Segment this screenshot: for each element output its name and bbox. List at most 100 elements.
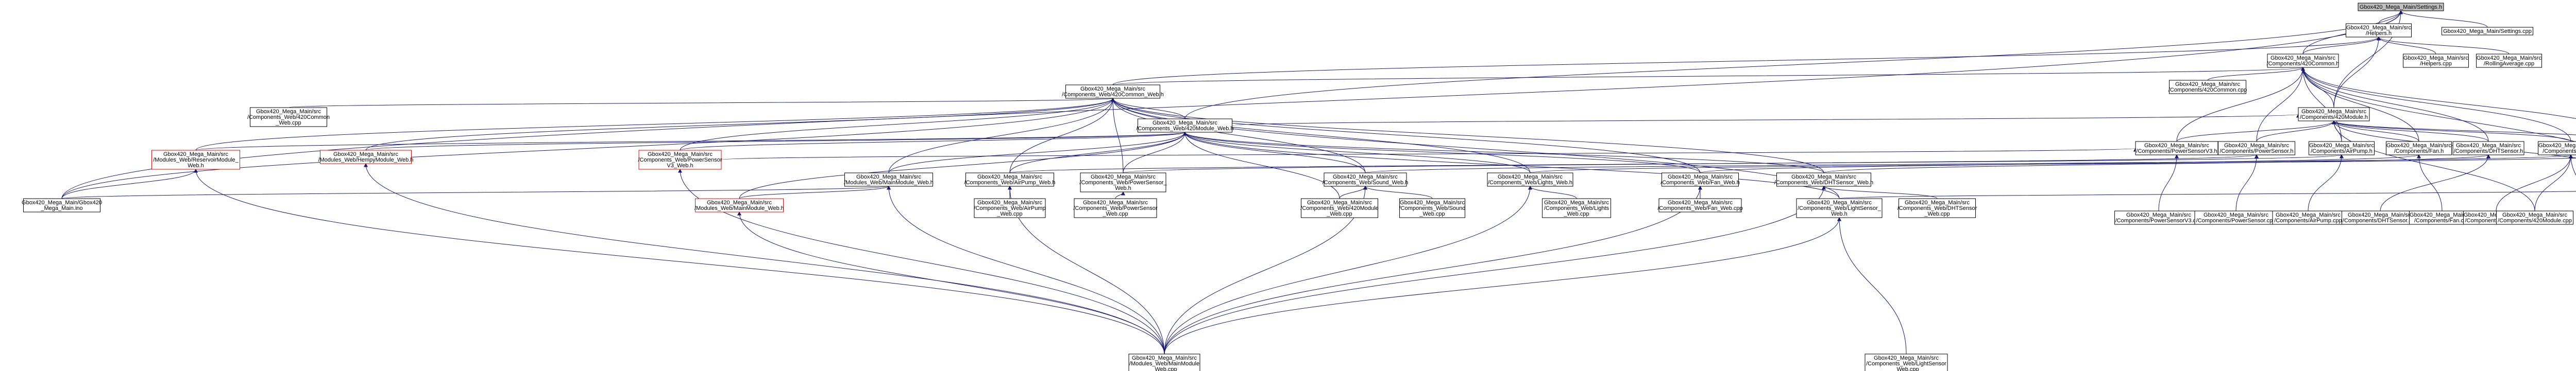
node-box bbox=[2403, 54, 2469, 68]
node-label-line: /Components_Web/Lights_Web.h bbox=[1488, 180, 1572, 186]
graph-node-web420common-cpp[interactable]: Gbox420_Mega_Main/src/Components_Web/420… bbox=[247, 107, 330, 127]
graph-node-settings-h[interactable]: Gbox420_Mega_Main/Settings.h bbox=[2358, 3, 2444, 11]
node-box bbox=[2476, 54, 2542, 68]
node-label-line: /Modules_Web/MainModule_Web.h bbox=[694, 205, 784, 211]
node-box bbox=[1074, 198, 1157, 218]
graph-node-weblightsensor-h[interactable]: Gbox420_Mega_Main/src/Components_Web/Lig… bbox=[1796, 198, 1883, 218]
graph-node-c420common-h[interactable]: Gbox420_Mega_Main/src/Components/420Comm… bbox=[2267, 54, 2340, 68]
edge-line bbox=[1839, 191, 2576, 199]
graph-node-websound-h[interactable]: Gbox420_Mega_Main/src/Components_Web/Sou… bbox=[1323, 172, 1409, 187]
edge-webdht-h-to-mainmodule-web-cpp bbox=[1164, 185, 1826, 355]
graph-node-ino[interactable]: Gbox420_Mega_Main/Gbox420_Mega_Main.ino bbox=[22, 198, 102, 213]
edge-c420common-h-to-c420common-cpp bbox=[2207, 66, 2306, 81]
edge-line bbox=[2256, 67, 2303, 142]
graph-node-rolling-cpp[interactable]: Gbox420_Mega_Main/src/RollingAverage.cpp bbox=[2476, 54, 2542, 68]
graph-node-webdht-h[interactable]: Gbox420_Mega_Main/src/Components_Web/DHT… bbox=[1774, 172, 1873, 187]
graph-node-dht-h[interactable]: Gbox420_Mega_Main/src/Components/DHTSens… bbox=[2452, 141, 2524, 155]
edge-line bbox=[1009, 154, 2342, 173]
graph-node-mainmodule-web-cpp-red[interactable]: Gbox420_Mega_Main/src/Modules_Web/MainMo… bbox=[694, 198, 784, 213]
graph-node-webfan-h[interactable]: Gbox420_Mega_Main/src/Components_Web/Fan… bbox=[1660, 172, 1740, 187]
node-label-line: /Modules_Web/HempyModule_Web.h bbox=[318, 157, 414, 163]
edge-line bbox=[2378, 37, 2436, 55]
edge-line bbox=[1009, 132, 1185, 173]
graph-node-dht-cpp[interactable]: Gbox420_Mega_Main/src/Components/DHTSens… bbox=[2342, 210, 2419, 225]
graph-node-sound-h[interactable]: Gbox420_Mega_Main/src/Components/Sound.h bbox=[2538, 141, 2576, 155]
node-label-line: Gbox420_Mega_Main/src bbox=[1083, 200, 1148, 206]
graph-node-web420module-h[interactable]: Gbox420_Mega_Main/src/Components_Web/420… bbox=[1136, 118, 1234, 133]
graph-node-websound-cpp[interactable]: Gbox420_Mega_Main/src/Components_Web/Sou… bbox=[1399, 198, 1466, 218]
node-label-line: /Components/Fan.cpp bbox=[2414, 218, 2470, 224]
edge-line bbox=[2235, 154, 2257, 211]
edge-line bbox=[2256, 120, 2334, 142]
graph-node-c420module-h[interactable]: Gbox420_Mega_Main/src/Components/420Modu… bbox=[2298, 107, 2370, 121]
graph-node-airpump-h[interactable]: Gbox420_Mega_Main/src/Components/AirPump… bbox=[2309, 141, 2375, 155]
node-box bbox=[2169, 80, 2246, 94]
graph-node-airpump-cpp[interactable]: Gbox420_Mega_Main/src/Components/AirPump… bbox=[2272, 210, 2344, 225]
graph-node-helpers-h[interactable]: Gbox420_Mega_Main/src/Helpers.h bbox=[2346, 23, 2412, 38]
edge-line bbox=[61, 169, 196, 199]
graph-node-pwr-h[interactable]: Gbox420_Mega_Main/src/Components/PowerSe… bbox=[2218, 141, 2295, 155]
graph-node-web420module-cpp[interactable]: Gbox420_Mega_Main/src/Components_Web/420… bbox=[1300, 198, 1379, 218]
node-box bbox=[695, 198, 784, 213]
graph-node-fan-cpp[interactable]: Gbox420_Mega_Main/src/Components/Fan.cpp bbox=[2409, 210, 2475, 225]
edge-sound-h-to-lightsensor-cpp bbox=[2568, 154, 2576, 176]
node-label-line: /Components_Web/PowerSensor_ bbox=[1079, 180, 1167, 186]
node-label-line: /Components/420Module.cpp bbox=[2498, 218, 2572, 224]
graph-node-mainmodule-web-h[interactable]: Gbox420_Mega_Main/src/Modules_Web/MainMo… bbox=[844, 172, 934, 187]
graph-node-webdht-cpp[interactable]: Gbox420_Mega_Main/src/Components_Web/DHT… bbox=[1897, 198, 1977, 218]
edge-arrowhead bbox=[1007, 185, 1012, 190]
graph-node-webairpump-cpp[interactable]: Gbox420_Mega_Main/src/Components_Web/Air… bbox=[974, 198, 1046, 218]
node-label-line: Gbox420_Mega_Main/src bbox=[2456, 143, 2521, 149]
graph-node-pwrv3-cpp[interactable]: Gbox420_Mega_Main/src/Components/PowerSe… bbox=[2114, 210, 2203, 225]
edge-web420common-h-to-ino bbox=[61, 97, 1115, 199]
graph-node-webpwr-h[interactable]: Gbox420_Mega_Main/src/Components_Web/Pow… bbox=[1079, 172, 1167, 192]
graph-node-pwrv3-h[interactable]: Gbox420_Mega_Main/src/Components/PowerSe… bbox=[2135, 141, 2218, 155]
edge-arrowhead bbox=[677, 168, 683, 173]
graph-node-c420module-cpp[interactable]: Gbox420_Mega_Main/src/Components/420Modu… bbox=[2496, 210, 2573, 225]
graph-node-weblights-cpp[interactable]: Gbox420_Mega_Main/src/Components_Web/Lig… bbox=[1542, 198, 1611, 218]
graph-node-webfan-cpp[interactable]: Gbox420_Mega_Main/src/Components_Web/Fan… bbox=[1657, 198, 1743, 213]
edge-line bbox=[1112, 37, 2379, 85]
graph-node-webairpump-h[interactable]: Gbox420_Mega_Main/src/Components_Web/Air… bbox=[964, 172, 1056, 187]
graph-node-c420common-cpp[interactable]: Gbox420_Mega_Main/src/Components/420Comm… bbox=[2168, 80, 2247, 94]
edge-line bbox=[2570, 154, 2576, 176]
edge-weblights-h-to-mainmodule-web-cpp bbox=[1164, 185, 1533, 355]
node-box bbox=[2442, 27, 2533, 36]
graph-node-settings-cpp[interactable]: Gbox420_Mega_Main/Settings.cpp bbox=[2442, 27, 2533, 36]
node-box bbox=[2194, 210, 2278, 225]
node-box bbox=[2135, 141, 2218, 155]
edge-mainmodule-web-cpp-red-to-mainmodule-web-cpp bbox=[737, 211, 1165, 355]
edge-arrowhead bbox=[193, 168, 198, 173]
node-box bbox=[1776, 172, 1871, 187]
edge-arrowhead bbox=[2416, 154, 2421, 158]
graph-node-webpwrv3-h[interactable]: Gbox420_Mega_Main/src/Components_Web/Pow… bbox=[638, 150, 722, 170]
edge-c420module-h-to-web420module-h bbox=[1232, 113, 2301, 126]
edge-line bbox=[2176, 120, 2334, 142]
node-label-line: /Components_Web/PowerSensor bbox=[1073, 205, 1157, 211]
graph-node-reservoir-web-h[interactable]: Gbox420_Mega_Main/src/Modules_Web/Reserv… bbox=[151, 150, 240, 170]
node-box bbox=[23, 198, 100, 213]
node-label-line: /Components/DHTSensor.cpp bbox=[2343, 218, 2418, 224]
graph-node-weblights-h[interactable]: Gbox420_Mega_Main/src/Components_Web/Lig… bbox=[1487, 172, 1573, 187]
graph-node-fan-h[interactable]: Gbox420_Mega_Main/src/Components/Fan.h bbox=[2386, 141, 2452, 155]
graph-node-mainmodule-web-cpp[interactable]: Gbox420_Mega_Main/src/Modules_Web/MainMo… bbox=[1128, 354, 1200, 371]
edge-line bbox=[1112, 98, 1185, 119]
edge-line bbox=[2302, 67, 2576, 143]
edge-arrowhead bbox=[1698, 185, 1703, 190]
graph-node-hempy-web-h[interactable]: Gbox420_Mega_Main/src/Modules_Web/HempyM… bbox=[318, 150, 414, 164]
node-box bbox=[151, 150, 240, 170]
edge-lights-h-to-weblights-h bbox=[1530, 157, 2576, 173]
graph-node-pwr-cpp[interactable]: Gbox420_Mega_Main/src/Components/PowerSe… bbox=[2194, 210, 2278, 225]
edge-line bbox=[2333, 120, 2489, 142]
graph-node-web420common-h[interactable]: Gbox420_Mega_Main/src/Components_Web/420… bbox=[1062, 84, 1164, 99]
node-box bbox=[2386, 141, 2452, 155]
edge-mainmodule-web-h-to-mainmodule-web-cpp bbox=[886, 185, 1165, 355]
graph-node-weblightsensor-cpp[interactable]: Gbox420_Mega_Main/src/Components_Web/Lig… bbox=[1865, 354, 1948, 371]
node-label-line: Gbox420_Mega_Main/src bbox=[1153, 120, 1217, 126]
graph-node-helpers-cpp[interactable]: Gbox420_Mega_Main/src/Helpers.cpp bbox=[2403, 54, 2469, 68]
node-label-line: Gbox420_Mega_Main/src bbox=[2224, 143, 2289, 149]
graph-node-webpwr-cpp[interactable]: Gbox420_Mega_Main/src/Components_Web/Pow… bbox=[1073, 198, 1158, 218]
edge-line bbox=[2333, 37, 2379, 108]
node-label-line: Gbox420_Mega_Main/src bbox=[2410, 212, 2475, 218]
node-label-line: Gbox420_Mega_Main/src bbox=[2270, 55, 2335, 61]
